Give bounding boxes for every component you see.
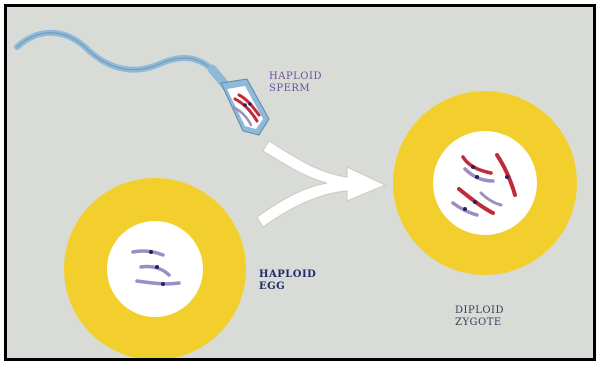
sperm-label-line-1: HAPLOID xyxy=(269,71,322,83)
sperm-label: HAPLOID SPERM xyxy=(269,71,322,95)
diagram-frame: HAPLOID SPERM HAPLOID EGG DIPLOID ZYGOTE xyxy=(4,4,596,361)
egg-cell-icon xyxy=(64,178,246,358)
zygote-label-line-2: ZYGOTE xyxy=(455,317,504,329)
egg-label-line-2: EGG xyxy=(259,281,316,293)
egg-nucleus xyxy=(107,221,203,317)
sperm-icon xyxy=(17,33,269,135)
sperm-label-line-2: SPERM xyxy=(269,83,322,95)
zygote-cell-icon xyxy=(393,91,577,275)
egg-label-line-1: HAPLOID xyxy=(259,269,316,281)
fertilization-diagram xyxy=(7,7,593,358)
zygote-nucleus xyxy=(433,131,537,235)
egg-label: HAPLOID EGG xyxy=(259,269,316,293)
zygote-label: DIPLOID ZYGOTE xyxy=(455,305,504,329)
zygote-label-line-1: DIPLOID xyxy=(455,305,504,317)
sperm-tail xyxy=(17,33,219,77)
merge-arrow-icon xyxy=(257,141,385,227)
